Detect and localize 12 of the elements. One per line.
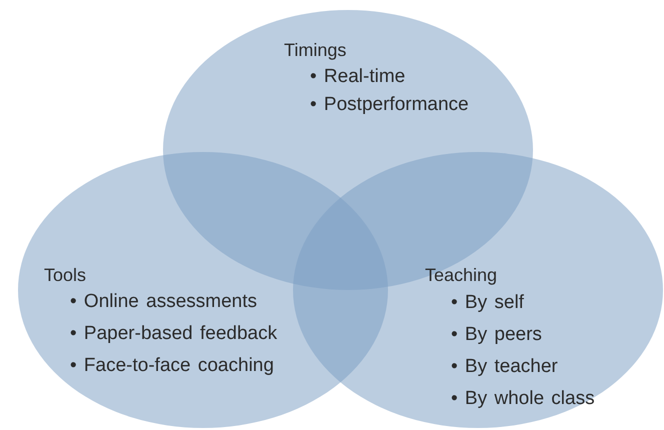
list-item: • By peers [451, 324, 543, 346]
list-item: • Face-to-face coaching [70, 355, 275, 377]
list-item: • Postperformance [310, 94, 469, 116]
list-item: • Paper-based feedback [70, 323, 278, 345]
list-item: • Online assessments [70, 291, 258, 313]
group-heading: Timings [284, 39, 346, 61]
list-item: • By teacher [451, 356, 559, 378]
group-heading: Teaching [425, 264, 498, 286]
group-heading: Tools [44, 264, 86, 286]
list-item: • Real-time [310, 66, 406, 88]
list-item: • By whole class [451, 388, 595, 410]
list-item: • By self [451, 292, 525, 314]
